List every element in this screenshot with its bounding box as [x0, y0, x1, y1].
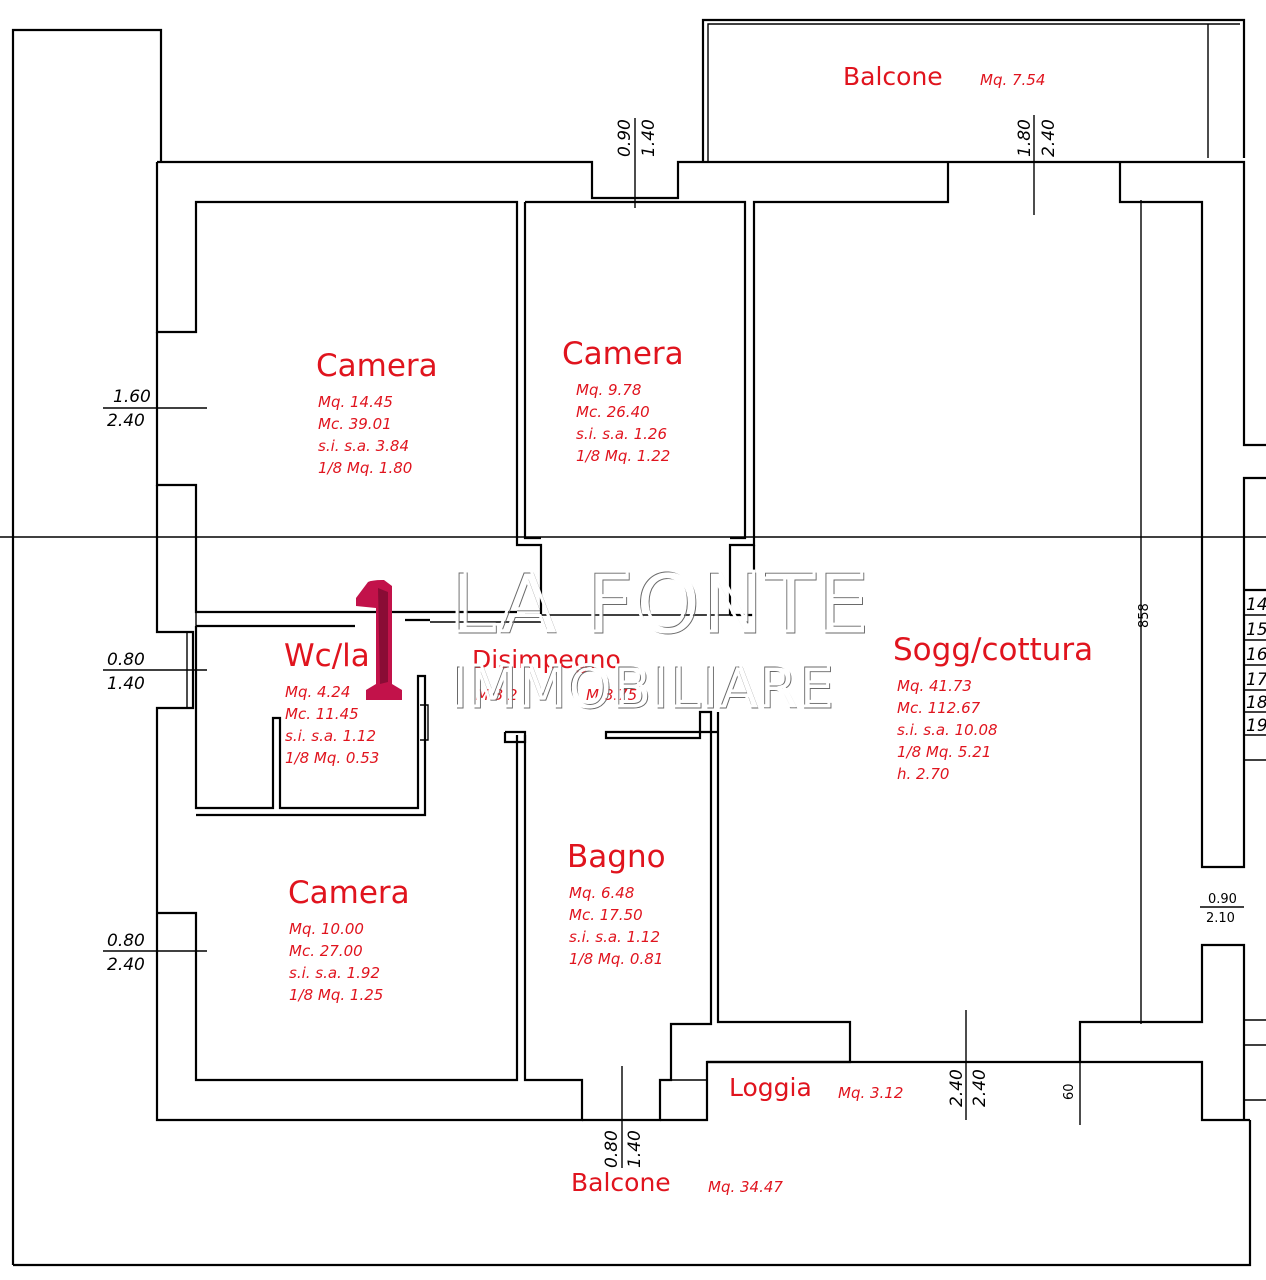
dim-left-2-top: 0.80: [107, 650, 145, 670]
watermark-line-1-outline: LA FONTE: [451, 558, 872, 653]
room-area: Mq. 7.54: [980, 71, 1045, 89]
dim-sixty: 60: [1062, 1083, 1077, 1100]
room-info: Mq. 14.45: [318, 393, 393, 411]
dimension-lines: [0, 115, 1266, 1168]
dim-top-window-a: 0.90: [615, 119, 635, 157]
room-camera-3: Camera Mq. 10.00 Mc. 27.00 s.i. s.a. 1.9…: [288, 875, 410, 1004]
room-info: Mc. 39.01: [318, 415, 392, 433]
stair-number: 19: [1246, 716, 1266, 736]
dim-length: 858: [1137, 603, 1152, 628]
room-info: 1/8 Mq. 1.22: [576, 447, 670, 465]
dim-left-1-bottom: 2.40: [107, 411, 145, 431]
room-balcone-bottom: Balcone Mq. 34.47: [571, 1168, 783, 1197]
room-info: M 8.75: [586, 686, 637, 704]
room-info: Mq. 41.73: [897, 677, 972, 695]
stairs: 14 15 16 17 18 19: [1244, 588, 1266, 1101]
watermark-line-2: IMMOBILIARE: [450, 655, 833, 720]
room-info: Mq. 9.78: [576, 381, 641, 399]
room-info: Mq. 4.24: [285, 683, 350, 701]
room-info: Mc. 27.00: [289, 942, 363, 960]
room-info: 1/8 Mq. 0.81: [569, 950, 663, 968]
room-camera-2: Camera Mq. 9.78 Mc. 26.40 s.i. s.a. 1.26…: [562, 336, 684, 465]
outer-frame: [11, 18, 1252, 1267]
room-title: Sogg/cottura: [893, 632, 1093, 668]
dim-left-1-top: 1.60: [113, 387, 151, 407]
dim-right-door-top: 0.90: [1208, 892, 1237, 907]
watermark-line-2-outline: IMMOBILIARE: [452, 657, 835, 722]
room-info: s.i. s.a. 3.84: [318, 437, 409, 455]
room-bagno: Bagno Mq. 6.48 Mc. 17.50 s.i. s.a. 1.12 …: [567, 839, 666, 968]
dim-right-door-bottom: 2.10: [1206, 911, 1235, 926]
dim-bottom-right-a: 2.40: [947, 1069, 967, 1107]
stair-number: 18: [1246, 693, 1266, 713]
room-info: s.i. s.a. 1.26: [576, 425, 667, 443]
dim-top-right-a: 1.80: [1015, 119, 1035, 157]
room-soggiorno: Sogg/cottura Mq. 41.73 Mc. 112.67 s.i. s…: [893, 632, 1093, 783]
room-balcone-top: Balcone Mq. 7.54: [843, 62, 1045, 91]
room-info: Mc. 26.40: [576, 403, 650, 421]
dim-left-2-bottom: 1.40: [107, 674, 145, 694]
room-info: h. 2.70: [897, 765, 949, 783]
dim-top-window-b: 1.40: [639, 119, 659, 157]
dim-top-right-b: 2.40: [1039, 119, 1059, 157]
watermark: LA FONTE LA FONTE IMMOBILIARE IMMOBILIAR…: [356, 555, 872, 723]
room-title: Disimpegno: [472, 645, 621, 674]
room-title: Loggia: [729, 1073, 812, 1102]
room-wc: Wc/la Mq. 4.24 Mc. 11.45 s.i. s.a. 1.12 …: [284, 638, 379, 767]
room-title: Camera: [316, 348, 438, 384]
room-info: s.i. s.a. 10.08: [897, 721, 998, 739]
room-title: Bagno: [567, 839, 666, 875]
dim-left-3-bottom: 2.40: [107, 955, 145, 975]
room-area: Mq. 3.12: [838, 1084, 903, 1102]
room-info: 1/8 Mq. 1.80: [318, 459, 412, 477]
dim-bottom-right-b: 2.40: [970, 1069, 990, 1107]
room-camera-1: Camera Mq. 14.45 Mc. 39.01 s.i. s.a. 3.8…: [316, 348, 438, 477]
stair-number: 15: [1246, 620, 1266, 640]
room-loggia: Loggia Mq. 3.12: [729, 1073, 903, 1102]
room-info: 1/8 Mq. 1.25: [289, 986, 383, 1004]
room-title: Balcone: [571, 1168, 671, 1197]
room-info: s.i. s.a. 1.12: [569, 928, 660, 946]
dim-left-3-top: 0.80: [107, 931, 145, 951]
room-info: Mq. 10.00: [289, 920, 364, 938]
room-info: s.i. s.a. 1.92: [289, 964, 380, 982]
room-info: 1/8 Mq. 5.21: [897, 743, 991, 761]
stair-number: 14: [1246, 595, 1266, 615]
room-info: M 3.2: [476, 686, 518, 704]
room-title: Wc/la: [284, 638, 370, 674]
room-info: Mc. 112.67: [897, 699, 981, 717]
dim-bottom-window-a: 0.80: [602, 1130, 622, 1168]
room-info: Mc. 11.45: [285, 705, 359, 723]
room-area: Mq. 34.47: [708, 1178, 783, 1196]
room-info: s.i. s.a. 1.12: [285, 727, 376, 745]
stair-number: 17: [1246, 670, 1266, 690]
stair-number: 16: [1246, 645, 1266, 665]
watermark-line-1: LA FONTE: [449, 556, 870, 651]
room-title: Balcone: [843, 62, 943, 91]
room-info: Mc. 17.50: [569, 906, 643, 924]
room-info: Mq. 6.48: [569, 884, 634, 902]
dimension-labels: 1.60 2.40 0.80 1.40 0.80 2.40 0.90 2.10 …: [107, 119, 1237, 1168]
room-title: Camera: [562, 336, 684, 372]
room-disimpegno: Disimpegno M 3.2 M 8.75: [472, 645, 637, 704]
room-title: Camera: [288, 875, 410, 911]
watermark-logo-icon: [356, 580, 402, 700]
dim-bottom-window-b: 1.40: [625, 1130, 645, 1168]
room-info: 1/8 Mq. 0.53: [285, 749, 379, 767]
